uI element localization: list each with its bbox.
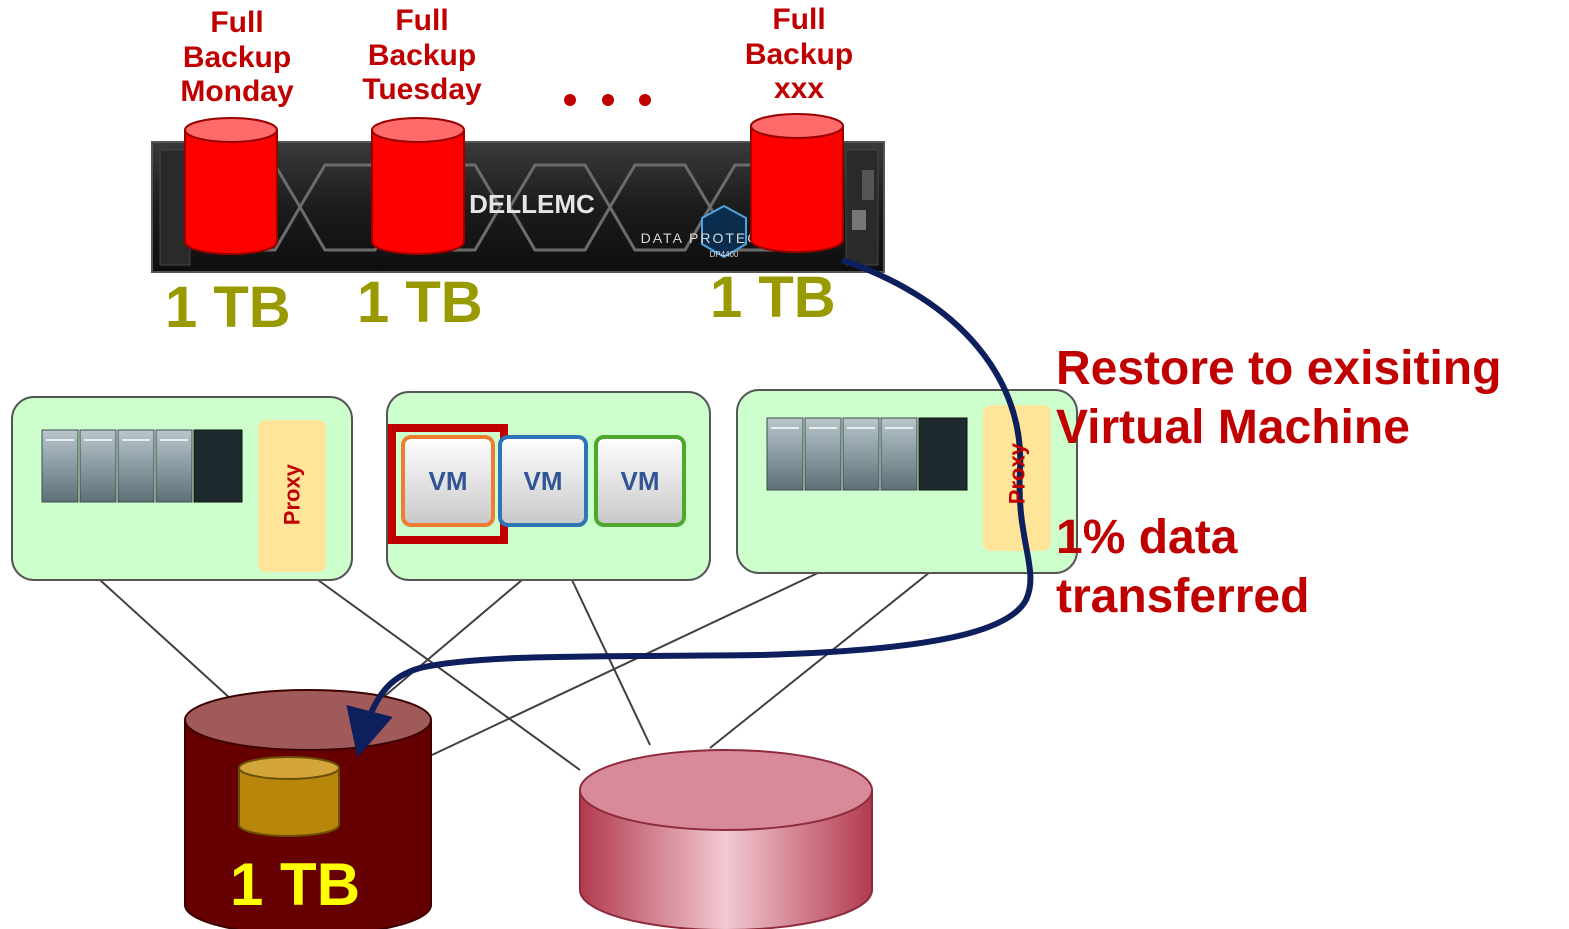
backup-label-line: Backup bbox=[744, 37, 854, 71]
backup-size-tuesday: 1 TB bbox=[357, 270, 483, 335]
dell-emc-logo: DELLEMC bbox=[469, 189, 595, 219]
appliance-badge-text: DATA PROTEC bbox=[641, 230, 760, 246]
esx-host-left bbox=[11, 396, 353, 581]
restore-flow-arrow bbox=[346, 257, 1034, 758]
backup-size-monday: 1 TB bbox=[165, 275, 291, 340]
vm-label-2: VM bbox=[524, 466, 563, 496]
restore-description: Restore to exisiting Virtual Machine 1% … bbox=[1056, 340, 1501, 626]
backup-label-monday: Full Backup Monday bbox=[157, 6, 317, 110]
appliance-model: DP4400 bbox=[710, 250, 739, 259]
server-rack-icon bbox=[41, 429, 243, 503]
ellipsis-dots bbox=[564, 94, 651, 106]
backup-label-xxx: Full Backup xxx bbox=[719, 3, 879, 107]
vm-box-orange bbox=[401, 435, 495, 527]
vm-label-1: VM bbox=[429, 466, 468, 496]
backup-cylinder-tuesday bbox=[371, 117, 465, 255]
backup-size-xxx: 1 TB bbox=[710, 265, 836, 330]
transfer-stat-line: transferred bbox=[1056, 569, 1310, 623]
backup-label-line: xxx bbox=[773, 72, 825, 105]
backup-label-line: Backup bbox=[367, 38, 477, 72]
vm-box-blue bbox=[498, 435, 588, 527]
network-lines bbox=[99, 571, 931, 771]
target-disk-size: 1 TB bbox=[230, 851, 361, 918]
appliance-badge-icon bbox=[701, 204, 747, 259]
vm-label-3: VM bbox=[621, 466, 660, 496]
backup-label-tuesday: Full Backup Tuesday bbox=[342, 4, 502, 108]
esx-host-middle: VM VM VM bbox=[386, 391, 711, 581]
backup-label-line: Full bbox=[210, 6, 264, 39]
proxy-box-left bbox=[258, 420, 326, 572]
proxy-label-right: Proxy bbox=[1004, 443, 1030, 505]
transfer-stat-line: 1% data bbox=[1056, 511, 1238, 565]
proxy-label-left: Proxy bbox=[279, 464, 305, 526]
backup-label-line: Backup bbox=[182, 40, 292, 74]
backup-label-line: Tuesday bbox=[362, 73, 482, 106]
backup-cylinder-xxx bbox=[750, 113, 844, 253]
datastore-pink bbox=[579, 749, 873, 929]
restore-title-line: Restore to exisiting bbox=[1056, 342, 1502, 395]
vm-disk-icon bbox=[238, 768, 340, 837]
backup-cylinder-monday bbox=[184, 117, 278, 255]
backup-label-line: Monday bbox=[180, 75, 294, 108]
server-rack-icon bbox=[766, 417, 968, 491]
backup-label-line: Full bbox=[772, 3, 826, 36]
restore-title-line: Virtual Machine bbox=[1056, 400, 1410, 454]
backup-label-line: Full bbox=[395, 4, 449, 37]
vm-box-green bbox=[594, 435, 686, 527]
